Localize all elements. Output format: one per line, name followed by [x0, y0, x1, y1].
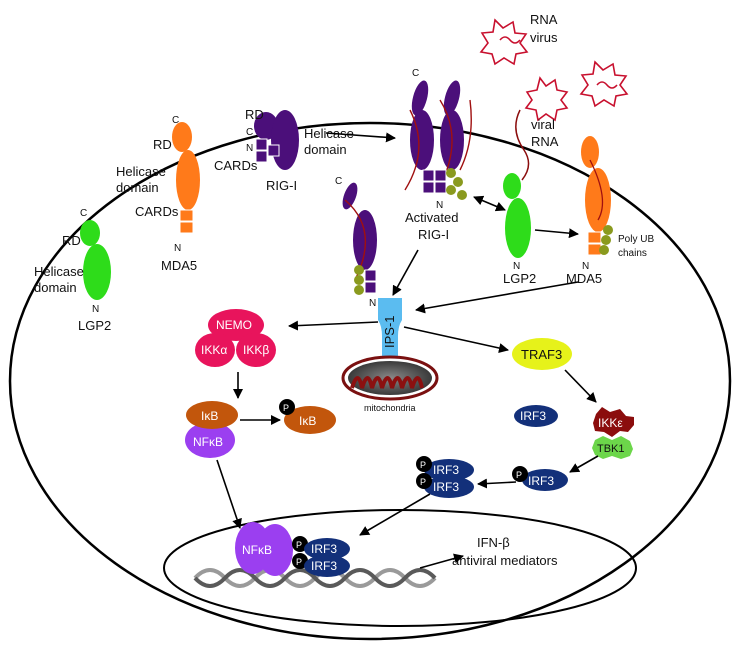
mda5-cards: CARDs [135, 204, 179, 219]
ikk-complex [195, 309, 276, 367]
lgp2-domain: domain [34, 280, 77, 295]
rig1-n: N [246, 143, 253, 154]
mda5-ub1: Poly UB [618, 234, 654, 245]
virus-label-line1: RNA [530, 12, 558, 27]
irf3-dimer-p1: P [420, 460, 426, 470]
mda5-ub2: chains [618, 248, 647, 259]
mda5-name: MDA5 [161, 258, 197, 273]
rig1-name: RIG-I [266, 178, 297, 193]
nuclear-complex [235, 522, 350, 577]
nuc-irf3a: IRF3 [311, 542, 337, 556]
rig1-c: C [246, 127, 253, 138]
ikb-p-label: P [283, 403, 289, 413]
lgp2-c: C [80, 208, 87, 219]
viral-rna-line2: RNA [531, 134, 559, 149]
ikb-label: IκB [201, 409, 218, 423]
rig1-domain: domain [304, 142, 347, 157]
ikka-label: IKKα [201, 343, 227, 357]
irf3-p-label: P [516, 470, 522, 480]
rig1-docked-c: C [335, 176, 342, 187]
nfkb-label: NFκB [193, 435, 223, 449]
nucleus [163, 509, 637, 627]
rig1-docked-n: N [369, 298, 376, 309]
rig1-inactive [254, 110, 299, 170]
ikb-phospho [279, 399, 336, 434]
irf3-p-name: IRF3 [528, 474, 554, 488]
ifn-line2: antiviral mediators [452, 553, 558, 568]
lgp2-inactive [80, 220, 111, 300]
irf3-free-label: IRF3 [520, 409, 546, 423]
cell-membrane [8, 121, 732, 641]
nuc-nfkb: NFκB [242, 543, 272, 557]
traf3 [512, 338, 572, 370]
arrows [216, 132, 599, 569]
mitochondria [341, 355, 439, 401]
lgp2-active-name: LGP2 [503, 271, 536, 286]
mda5-c: C [172, 115, 179, 126]
mda5-rd: RD [153, 137, 172, 152]
irf3-dimer-b: IRF3 [433, 480, 459, 494]
rig1-active-n: N [436, 200, 443, 211]
rig1-docked [342, 182, 377, 295]
rig1-cards: CARDs [214, 158, 258, 173]
irf3-dimer-a: IRF3 [433, 463, 459, 477]
traf3-label: TRAF3 [521, 347, 562, 362]
irf3-dimer [416, 456, 474, 498]
mda5-domain: domain [116, 180, 159, 195]
lgp2-rd: RD [62, 233, 81, 248]
nuc-p2: P [296, 557, 302, 567]
ikke-label: IKKε [598, 416, 623, 430]
irf3-dimer-p2: P [420, 477, 426, 487]
lgp2-helicase: Helicase [34, 264, 84, 279]
rig1-rd: RD [245, 107, 264, 122]
virus-label-line2: virus [530, 30, 558, 45]
virus-icon [479, 18, 629, 122]
ikkb-label: IKKβ [243, 343, 269, 357]
ips1 [378, 298, 402, 364]
viral-rna-line1: viral [531, 117, 555, 132]
dna-helix [193, 568, 437, 588]
mitochondria-label: mitochondria [364, 403, 416, 413]
viral-rna-strand [515, 109, 530, 181]
mda5-n: N [174, 243, 181, 254]
ikke [593, 407, 634, 437]
lgp2-name: LGP2 [78, 318, 111, 333]
tbk1 [592, 436, 633, 459]
nfkb-ikb-complex [185, 401, 238, 458]
nuc-irf3b: IRF3 [311, 559, 337, 573]
irf3-phospho [512, 466, 568, 491]
rig1-activated [404, 80, 472, 200]
lgp2-active [503, 173, 531, 258]
nemo-label: NEMO [216, 318, 252, 332]
lgp2-n: N [92, 304, 99, 315]
ips1-label: IPS-1 [382, 315, 397, 348]
ifn-line1: IFN-β [477, 535, 510, 550]
irf3-free [514, 405, 558, 427]
lgp2-active-n: N [513, 261, 520, 272]
rig1-active-line1: Activated [405, 210, 458, 225]
rig1-active-line2: RIG-I [418, 227, 449, 242]
mda5-inactive [172, 122, 200, 234]
mda5-active [581, 136, 613, 256]
mda5-helicase: Helicase [116, 164, 166, 179]
ikb-p-name: IκB [299, 414, 316, 428]
mda5-active-n: N [582, 261, 589, 272]
rig1-active-c: C [412, 68, 419, 79]
tbk1-label: TBK1 [597, 443, 625, 455]
nuc-p1: P [296, 540, 302, 550]
